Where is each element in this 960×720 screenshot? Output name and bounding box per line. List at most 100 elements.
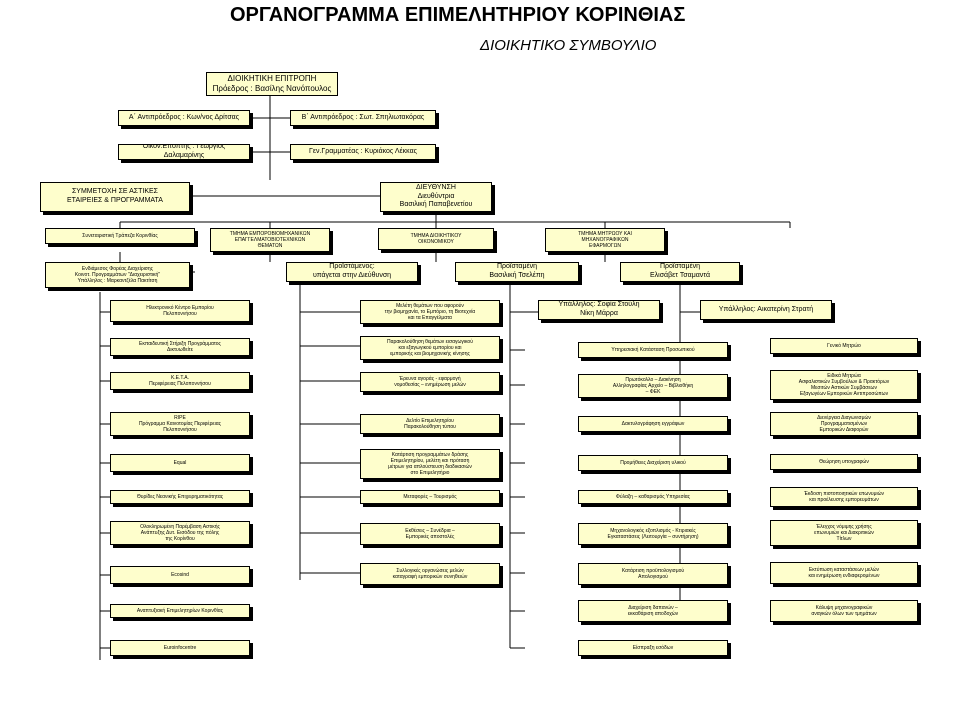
department-3-staff: Υπάλληλος: Αικατερίνη Στρατή	[718, 305, 814, 313]
col-a-item: Αναπτυξιακή Επιμελητηρίων Κορινθίας	[110, 604, 250, 618]
treasurer-box: Οικον.Επόπτης : Γεώργιος Δαλαμαρίνης	[118, 144, 250, 160]
col-b-text: Κατάρτιση προγραμμάτων δράσης Επιμελητηρ…	[388, 451, 472, 477]
department-3: ΤΜΗΜΑ ΜΗΤΡΩΟΥ ΚΑΙ ΜΗΧΑΝΟΓΡΑΦΙΚΩΝ ΕΦΑΡΜΟΓ…	[578, 230, 632, 250]
department-3-head: Προϊσταμένη Ελισάβετ Τσαμαντά	[650, 263, 710, 279]
col-c-text: Πρωτόκολλο – Διακίνηση Αλληλογραφίας Αρχ…	[612, 376, 694, 396]
col-a-item: Ολοκληρωμένη Παρέμβαση Αστικής Ανάπτυξης…	[110, 521, 250, 545]
col-a-item: Θυρίδες Νεανικής Επιχειρηματικότητας	[110, 490, 250, 504]
secretary-box: Γεν.Γραμματέας : Κυριάκος Λέκκας	[290, 144, 436, 160]
col-a-item: Εκπαιδευτική Στήριξη Προγράμματος Δικτυω…	[110, 338, 250, 356]
col-b-item: Συλλογικές οργανώσεις μελών καταγραφή εμ…	[360, 563, 500, 585]
department-2-head-box: Προϊσταμένη Βασιλική Τσελέπη	[455, 262, 579, 282]
treasurer: Οικον.Επόπτης : Γεώργιος Δαλαμαρίνης	[142, 144, 226, 159]
col-d-text: Έλεγχος νόμιμης χρήσης επωνυμιών και Δια…	[814, 523, 874, 543]
col-c-item: Φύλαξη – καθαρισμός Υπηρεσίας	[578, 490, 728, 504]
col-a-text: Equal	[173, 459, 187, 466]
col-c-text: Είσπραξη εσόδων	[632, 644, 674, 651]
col-d-item: Έλεγχος νόμιμης χρήσης επωνυμιών και Δια…	[770, 520, 918, 546]
coop-bank: Συνεταιριστική Τράπεζα Κορινθίας	[82, 232, 158, 239]
col-a-text: Ολοκληρωμένη Παρέμβαση Αστικής Ανάπτυξης…	[140, 523, 220, 543]
col-c-item: Υπηρεσιακή Κατάσταση Προσωπικού	[578, 342, 728, 358]
col-d-item: Έκδοση πιστοποιητικών επωνυμιών και προέ…	[770, 487, 918, 507]
col-d-text: Εκτύπωση καταστάσεων μελών και ενημέρωση…	[808, 566, 880, 579]
department-1-head-box: Προϊστάμενος: υπάγεται στην Διεύθυνση	[286, 262, 418, 282]
department-2-box: ΤΜΗΜΑ ΔΙΟΙΚΗΤΙΚΟΥ ΟΙΚΟΝΟΜΙΚΟΥ	[378, 228, 494, 250]
col-a-item: Κ.Ε.Τ.Α. Περιφέρειας Πελοποννήσου	[110, 372, 250, 390]
col-b-text: Εκθέσεις – Συνέδρια – Εμπορικές αποστολέ…	[405, 527, 455, 540]
col-c-text: Δακτυλογράφηση εγγράφων	[621, 420, 685, 427]
vice-president-b: Β΄ Αντιπρόεδρος : Σωτ. Σπηλιωτακόρας	[301, 113, 425, 121]
col-b-item: Έρευνα αγοράς - εφαρμογή νομοθεσίας – εν…	[360, 372, 500, 392]
participations-box: ΣΥΜΜΕΤΟΧΗ ΣΕ ΑΣΤΙΚΕΣ ΕΤΑΙΡΕΙΕΣ & ΠΡΟΓΡΑΜ…	[40, 182, 190, 212]
col-a-item: Euroinfocentre	[110, 640, 250, 656]
col-a-text: Euroinfocentre	[163, 644, 197, 651]
col-d-item: Εκτύπωση καταστάσεων μελών και ενημέρωση…	[770, 562, 918, 584]
vice-president-a-box: Α΄ Αντιπρόεδρος : Κων/νος Δρίτσας	[118, 110, 250, 126]
department-2: ΤΜΗΜΑ ΔΙΟΙΚΗΤΙΚΟΥ ΟΙΚΟΝΟΜΙΚΟΥ	[410, 232, 462, 245]
col-c-item: Είσπραξη εσόδων	[578, 640, 728, 656]
col-b-text: Δελτίο Επιμελητηρίου Παρακολούθηση τύπου	[404, 417, 456, 430]
col-d-item: Κάλυψη μηχανογραφικών αναγκών όλων των τ…	[770, 600, 918, 622]
department-3-staff-box: Υπάλληλος: Αικατερίνη Στρατή	[700, 300, 832, 320]
col-a-text: Ecosind	[171, 571, 189, 578]
col-d-text: Έκδοση πιστοποιητικών επωνυμιών και προέ…	[804, 490, 884, 503]
col-d-text: Κάλυψη μηχανογραφικών αναγκών όλων των τ…	[811, 604, 877, 617]
direction-box: ΔΙΕΥΘΥΝΣΗ Διευθύντρια Βασιλική Παπαβενετ…	[380, 182, 492, 212]
intermediate-body: Ενδιάμεσος Φορέας Διαχείρισης Κοινοτ. Πρ…	[74, 265, 161, 285]
col-a-item: RIPE Πρόγραμμα Καινοτομίας Περιφέρειας Π…	[110, 412, 250, 436]
department-2-staff-box: Υπάλληλος: Σοφία Στούλη Νίκη Μάρρα	[538, 300, 660, 320]
department-1-box: ΤΜΗΜΑ ΕΜΠΟΡΟΒΙΟΜΗΧΑΝΙΚΩΝ ΕΠΑΓΓΕΛΜΑΤΟΒΙΟΤ…	[210, 228, 330, 252]
col-a-text: Αναπτυξιακή Επιμελητηρίων Κορινθίας	[136, 607, 224, 614]
department-2-staff: Υπάλληλος: Σοφία Στούλη Νίκη Μάρρα	[558, 301, 640, 317]
department-3-head-box: Προϊσταμένη Ελισάβετ Τσαμαντά	[620, 262, 740, 282]
col-c-item: Προμήθειες Διαχείριση υλικού	[578, 455, 728, 471]
col-c-text: Κατάρτιση προϋπολογισμού Απολογισμού	[621, 567, 685, 580]
col-c-item: Μηχανολογικός εξοπλισμός - Κτιριακές Εγκ…	[578, 523, 728, 545]
col-c-text: Μηχανολογικός εξοπλισμός - Κτιριακές Εγκ…	[607, 527, 699, 540]
department-1-head: Προϊστάμενος: υπάγεται στην Διεύθυνση	[312, 263, 392, 279]
col-a-text: Εκπαιδευτική Στήριξη Προγράμματος Δικτυω…	[139, 340, 221, 353]
col-a-item: Ηλεκτρονικό Κέντρο Εμπορίου Πελοποννήσου	[110, 300, 250, 322]
intermediate-body-box: Ενδιάμεσος Φορέας Διαχείρισης Κοινοτ. Πρ…	[45, 262, 190, 288]
col-a-item: Ecosind	[110, 566, 250, 584]
vice-president-b-box: Β΄ Αντιπρόεδρος : Σωτ. Σπηλιωτακόρας	[290, 110, 436, 126]
coop-bank-box: Συνεταιριστική Τράπεζα Κορινθίας	[45, 228, 195, 244]
department-2-head: Προϊσταμένη Βασιλική Τσελέπη	[489, 263, 545, 279]
col-b-text: Παρακολούθηση θεμάτων εισαγωγικού και εξ…	[387, 338, 473, 358]
vice-president-a: Α΄ Αντιπρόεδρος : Κων/νος Δρίτσας	[128, 113, 240, 121]
col-b-item: Παρακολούθηση θεμάτων εισαγωγικού και εξ…	[360, 336, 500, 360]
col-a-text: RIPE Πρόγραμμα Καινοτομίας Περιφέρειας Π…	[138, 414, 222, 434]
col-d-item: Θεώρηση υπογραφών	[770, 454, 918, 470]
col-c-item: Κατάρτιση προϋπολογισμού Απολογισμού	[578, 563, 728, 585]
department-3-box: ΤΜΗΜΑ ΜΗΤΡΩΟΥ ΚΑΙ ΜΗΧΑΝΟΓΡΑΦΙΚΩΝ ΕΦΑΡΜΟΓ…	[545, 228, 665, 252]
col-c-item: Πρωτόκολλο – Διακίνηση Αλληλογραφίας Αρχ…	[578, 374, 728, 398]
col-c-text: Διαχείριση δαπανών – εκκαθάριση αποδοχών	[627, 604, 679, 617]
col-b-item: Δελτίο Επιμελητηρίου Παρακολούθηση τύπου	[360, 414, 500, 434]
col-b-text: Έρευνα αγοράς - εφαρμογή νομοθεσίας – εν…	[394, 375, 466, 388]
col-c-text: Προμήθειες Διαχείριση υλικού	[620, 459, 686, 466]
page-subtitle: ΔΙΟΙΚΗΤΙΚΟ ΣΥΜΒΟΥΛΙΟ	[480, 37, 657, 54]
direction-label: ΔΙΕΥΘΥΝΣΗ Διευθύντρια Βασιλική Παπαβενετ…	[399, 183, 473, 209]
col-b-item: Εκθέσεις – Συνέδρια – Εμπορικές αποστολέ…	[360, 523, 500, 545]
col-a-text: Ηλεκτρονικό Κέντρο Εμπορίου Πελοποννήσου	[146, 304, 214, 317]
col-b-text: Συλλογικές οργανώσεις μελών καταγραφή εμ…	[392, 567, 468, 580]
executive-president: Πρόεδρος : Βασίλης Νανόπουλος	[212, 84, 332, 93]
col-c-item: Διαχείριση δαπανών – εκκαθάριση αποδοχών	[578, 600, 728, 622]
col-a-text: Κ.Ε.Τ.Α. Περιφέρειας Πελοποννήσου	[149, 374, 211, 387]
col-c-item: Δακτυλογράφηση εγγράφων	[578, 416, 728, 432]
general-secretary: Γεν.Γραμματέας : Κυριάκος Λέκκας	[308, 147, 417, 155]
participations-label: ΣΥΜΜΕΤΟΧΗ ΣΕ ΑΣΤΙΚΕΣ ΕΤΑΙΡΕΙΕΣ & ΠΡΟΓΡΑΜ…	[67, 188, 163, 204]
col-d-text: Ειδικά Μητρώα Ασφαλιστικών Συμβούλων & Π…	[798, 372, 890, 398]
col-d-text: Διενέργεια Διαγωνισμών Προγραμματισμένων…	[817, 414, 871, 434]
col-d-item: Γενικό Μητρώο	[770, 338, 918, 354]
col-b-item: Μελέτη θεμάτων που αφορούν την βιομηχανί…	[360, 300, 500, 324]
col-b-text: Μεταφορές – Τουρισμός	[403, 493, 457, 500]
col-b-text: Μελέτη θεμάτων που αφορούν την βιομηχανί…	[384, 302, 476, 322]
department-1: ΤΜΗΜΑ ΕΜΠΟΡΟΒΙΟΜΗΧΑΝΙΚΩΝ ΕΠΑΓΓΕΛΜΑΤΟΒΙΟΤ…	[229, 230, 311, 250]
col-d-text: Θεώρηση υπογραφών	[819, 458, 869, 465]
col-c-text: Φύλαξη – καθαρισμός Υπηρεσίας	[615, 493, 691, 500]
page-title: ΟΡΓΑΝΟΓΡΑΜΜΑ ΕΠΙΜΕΛΗΤΗΡΙΟΥ ΚΟΡΙΝΘΙΑΣ	[230, 4, 686, 26]
col-a-item: Equal	[110, 454, 250, 472]
executive-title: ΔΙΟΙΚΗΤΙΚΗ ΕΠΙΤΡΟΠΗ	[227, 74, 317, 83]
